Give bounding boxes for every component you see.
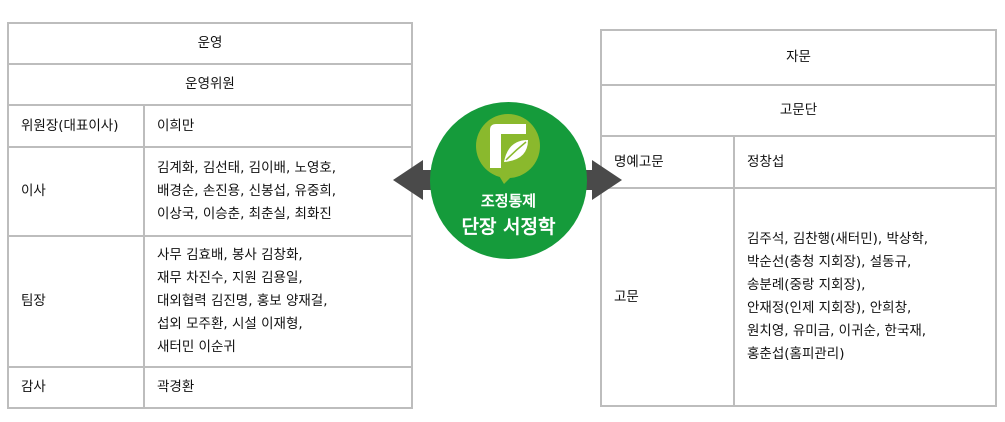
member-line: 원치영, 유미금, 이귀순, 한국재, xyxy=(747,323,927,339)
member-line: 배경순, 손진용, 신봉섭, 유중희, xyxy=(157,183,337,199)
members: 사무 김효배, 봉사 김창화, 재무 차진수, 지원 김용일, 대외협력 김진명… xyxy=(143,235,413,368)
advisory-table: 자문 고문단 명예고문 정창섭 고문 김주석, 김찬행(새터민), 박상학, 박순… xyxy=(600,29,997,407)
advisory-subtitle: 고문단 xyxy=(600,84,997,137)
members: 정창섭 xyxy=(733,135,997,189)
advisory-title: 자문 xyxy=(600,29,997,86)
operation-subtitle: 운영위원 xyxy=(7,63,413,106)
role-label: 명예고문 xyxy=(600,135,735,189)
member-line: 송분례(중랑 지회장), xyxy=(747,277,866,293)
center-title: 조정통제 xyxy=(480,192,537,210)
member-line: 김주석, 김찬행(새터민), 박상학, xyxy=(747,231,929,247)
member-line: 박순선(충청 지회장), 설동규, xyxy=(747,254,912,270)
operation-title: 운영 xyxy=(7,22,413,65)
member-line: 홍춘섭(홈피관리) xyxy=(747,346,845,362)
operation-table: 운영 운영위원 위원장(대표이사) 이희만 이사 김계화, 김선태, 김이배, 노… xyxy=(7,22,413,409)
leaf-logo-icon xyxy=(476,114,540,184)
role-label: 고문 xyxy=(600,187,735,407)
role-label: 감사 xyxy=(7,366,145,409)
member-line: 안재정(인제 지회장), 안희창, xyxy=(747,300,912,316)
left-arrow-icon xyxy=(393,160,423,200)
members: 김계화, 김선태, 김이배, 노영호, 배경순, 손진용, 신봉섭, 유중희, … xyxy=(143,146,413,237)
member-line: 이상국, 이승춘, 최춘실, 최화진 xyxy=(157,206,332,222)
member-line: 대외협력 김진명, 홍보 양재걸, xyxy=(157,293,328,309)
members: 김주석, 김찬행(새터민), 박상학, 박순선(충청 지회장), 설동규, 송분… xyxy=(733,187,997,407)
member-line: 곽경환 xyxy=(157,379,195,395)
member-line: 정창섭 xyxy=(747,153,785,170)
member-line: 재무 차진수, 지원 김용일, xyxy=(157,270,303,286)
role-label: 팀장 xyxy=(7,235,145,368)
member-line: 김계화, 김선태, 김이배, 노영호, xyxy=(157,160,337,176)
member-line: 사무 김효배, 봉사 김창화, xyxy=(157,247,303,263)
members: 곽경환 xyxy=(143,366,413,409)
right-arrow-icon xyxy=(592,160,622,200)
center-leader-badge: 조정통제 단장 서정학 xyxy=(430,102,587,259)
role-label: 위원장(대표이사) xyxy=(7,104,145,148)
members: 이희만 xyxy=(143,104,413,148)
member-line: 섭외 모주환, 시설 이재형, xyxy=(157,316,303,332)
member-line: 이희만 xyxy=(157,117,195,134)
center-name: 단장 서정학 xyxy=(461,216,556,238)
role-label: 이사 xyxy=(7,146,145,237)
member-line: 새터민 이순귀 xyxy=(157,339,236,355)
